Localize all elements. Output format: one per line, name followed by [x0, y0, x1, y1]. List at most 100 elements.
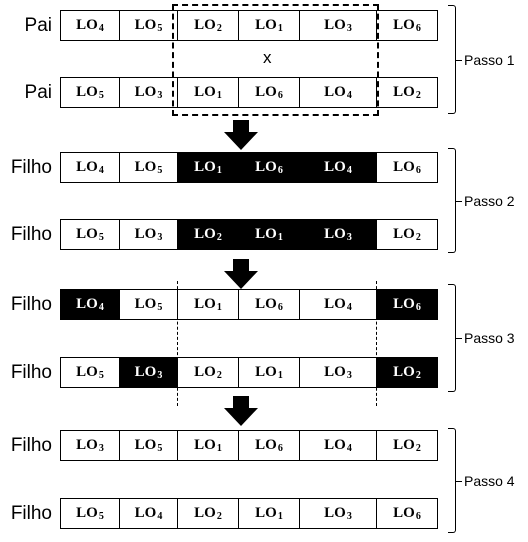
gene-index: 3: [346, 23, 352, 34]
gene-index: 1: [277, 232, 283, 243]
gene-index: 3: [157, 90, 163, 101]
gene-name: LO: [393, 17, 415, 33]
gene-name: LO: [255, 437, 277, 453]
gene-index: 5: [98, 511, 104, 522]
down-arrow-icon: [224, 259, 258, 289]
gene-index: 4: [98, 23, 104, 34]
gene-index: 5: [157, 165, 163, 176]
gene-name: LO: [255, 84, 277, 100]
gene-index: 1: [277, 370, 283, 381]
step-bracket-tick: [456, 338, 462, 339]
step-label: Passo 4: [464, 472, 515, 489]
crossover-x-mark: x: [263, 48, 272, 67]
gene-index: 2: [216, 23, 222, 34]
gene-index: 1: [216, 443, 222, 454]
gene-index: 1: [277, 23, 283, 34]
gene-index: 2: [415, 90, 421, 101]
gene-name: LO: [194, 17, 216, 33]
step-bracket-tick: [456, 200, 462, 202]
gene-name: LO: [76, 437, 98, 453]
gene-name: LO: [324, 437, 346, 453]
gene-name: LO: [76, 226, 98, 242]
down-arrow-icon: [224, 396, 258, 426]
gene-index: 4: [346, 90, 352, 101]
gene-name: LO: [393, 84, 415, 100]
gene-name: LO: [393, 296, 415, 312]
gene-name: LO: [255, 505, 277, 521]
gene-index: 6: [415, 511, 421, 522]
gene-name: LO: [76, 17, 98, 33]
gene-name: LO: [134, 437, 157, 453]
gene-name: LO: [194, 437, 216, 453]
gene-name: LO: [134, 159, 157, 175]
gene-name: LO: [134, 17, 157, 33]
gene-name: LO: [324, 226, 346, 242]
step-label: Passo 3: [464, 330, 515, 346]
cut-point-line: [177, 281, 178, 406]
gene-index: 2: [415, 370, 421, 381]
step-bracket-tick: [456, 480, 462, 482]
row-label: Filho: [10, 294, 52, 315]
gene-index: 3: [98, 443, 104, 454]
gene-name: LO: [134, 364, 157, 380]
row-label: Filho: [10, 362, 52, 383]
down-arrow-icon: [224, 120, 258, 150]
gene-index: 3: [346, 370, 352, 381]
step-bracket: [448, 148, 456, 253]
gene-name: LO: [393, 437, 415, 453]
gene-index: 6: [277, 443, 283, 454]
gene-name: LO: [76, 505, 98, 521]
gene-name: LO: [324, 505, 346, 521]
gene-name: LO: [194, 159, 216, 175]
gene-name: LO: [255, 226, 277, 242]
gene-name: LO: [255, 17, 277, 33]
gene-name: LO: [194, 84, 216, 100]
gene-name: LO: [324, 296, 346, 312]
step-bracket: [448, 5, 456, 114]
step-bracket: [448, 428, 456, 533]
gene-index: 5: [157, 302, 163, 313]
gene-name: LO: [255, 159, 277, 175]
gene-index: 4: [346, 165, 352, 176]
crossover-segment-box: [172, 4, 379, 116]
row-label: Filho: [10, 435, 52, 456]
gene-name: LO: [324, 159, 346, 175]
gene-index: 4: [98, 165, 104, 176]
gene-name: LO: [194, 226, 216, 242]
gene-index: 1: [216, 165, 222, 176]
gene-name: LO: [76, 296, 98, 312]
row-label: Filho: [10, 224, 52, 245]
gene-index: 2: [216, 232, 222, 243]
gene-index: 3: [346, 511, 352, 522]
gene-index: 4: [346, 302, 352, 313]
gene-index: 6: [415, 23, 421, 34]
gene-name: LO: [393, 364, 415, 380]
gene-index: 2: [415, 443, 421, 454]
gene-index: 2: [216, 511, 222, 522]
gene-index: 1: [216, 302, 222, 313]
row-label: Filho: [10, 503, 52, 524]
gene-index: 6: [277, 90, 283, 101]
